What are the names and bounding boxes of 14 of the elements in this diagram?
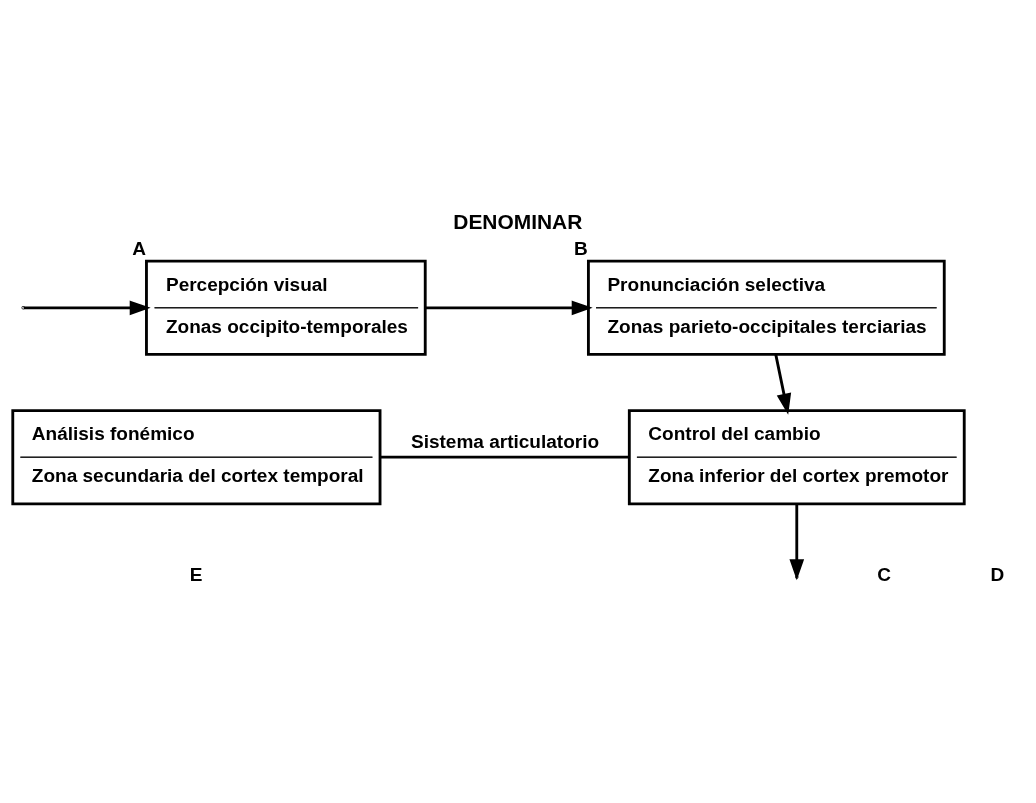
- label: E: [189, 563, 203, 585]
- arrow: [425, 299, 593, 315]
- node-label: A: [132, 237, 146, 259]
- node-box: Control del cambio Zona inferior del cortex premotor: [627, 408, 966, 505]
- node-box: Pronunciación selectiva Zonas parieto-occipitales terciarias: [587, 259, 946, 356]
- node-label: B: [574, 237, 588, 259]
- edge-label: Sistema articulatorio: [410, 430, 600, 452]
- diagram-title: DENOMINAR: [453, 209, 583, 233]
- node-box: Percepción visual Zonas occipito-temporales: [145, 259, 427, 356]
- label: C: [877, 563, 891, 585]
- connector: [380, 455, 630, 459]
- node-box: Análisis fonémico Zona secundaria del cortex temporal: [11, 408, 382, 505]
- arrow: [774, 353, 792, 415]
- label: D: [990, 563, 1005, 585]
